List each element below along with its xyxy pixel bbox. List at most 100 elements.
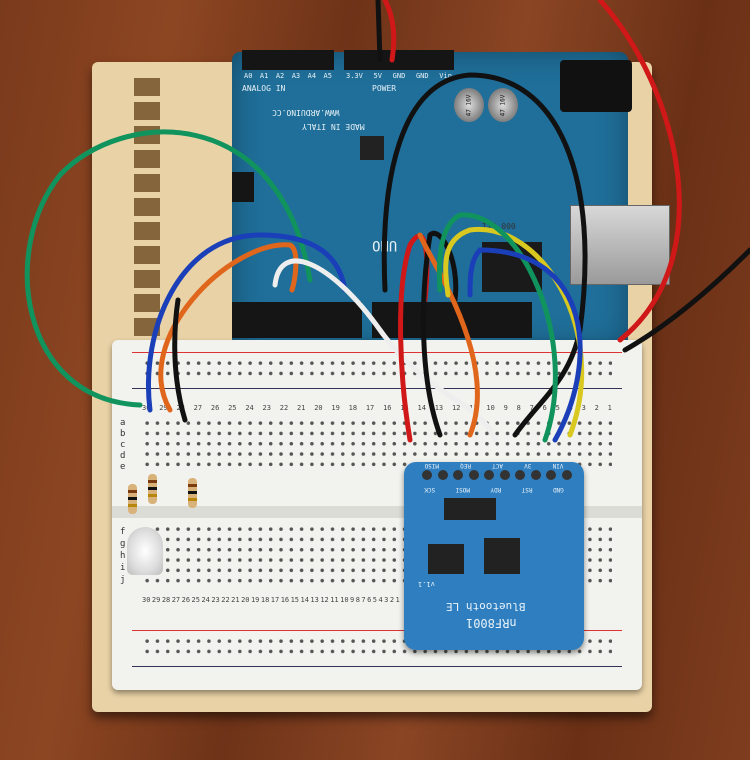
label: 22 (279, 404, 289, 412)
row-label: f (120, 527, 126, 537)
power-rail-blue (132, 388, 622, 389)
wire-black[interactable] (172, 297, 188, 423)
label: 8 (355, 596, 360, 604)
label: A3 (291, 72, 301, 80)
label: 26 (210, 404, 220, 412)
power-rail-holes (142, 358, 612, 382)
label: 25 (191, 596, 200, 604)
label: 30 (142, 596, 151, 604)
wire-black[interactable] (381, 72, 588, 438)
resistor (188, 478, 197, 508)
wire-green[interactable] (436, 212, 558, 443)
row-labels-left-bottom: f g h i j (120, 526, 125, 586)
label: 20 (314, 404, 323, 412)
analog-header (242, 50, 334, 70)
label: 13 (434, 404, 444, 412)
label: 6 (542, 404, 547, 412)
row-label: i (120, 563, 126, 573)
power-rail-red (132, 352, 622, 353)
label: 9 (503, 404, 508, 412)
label: 14 (300, 596, 309, 604)
label: 30 (142, 404, 151, 412)
label: 14 (417, 404, 426, 412)
icsp-header (232, 172, 254, 202)
label: 7 (361, 596, 366, 604)
label: 4 (378, 596, 383, 604)
rgb-led (127, 527, 163, 575)
label: 19 (250, 596, 260, 604)
wire-blue[interactable] (467, 247, 583, 443)
wire-orange[interactable] (158, 242, 299, 413)
label: 18 (348, 404, 358, 412)
label: A2 (275, 72, 285, 80)
label: 13 (310, 596, 319, 604)
wire-green[interactable] (24, 129, 313, 408)
label: 12 (451, 404, 461, 412)
wire-black[interactable] (622, 247, 750, 353)
label: 23 (262, 404, 271, 412)
label: 17 (270, 596, 280, 604)
label: 1 (607, 404, 612, 412)
crystal-label: T16.000 (482, 222, 516, 231)
label: 10 (340, 596, 349, 604)
label: 1 (395, 596, 400, 604)
label: 5V (373, 72, 382, 80)
row-label: d (120, 451, 126, 461)
label: 20 (241, 596, 250, 604)
wire-red[interactable] (597, 0, 682, 343)
label: 12 (320, 596, 329, 604)
label: 8 (516, 404, 521, 412)
nrf8001-chip (484, 538, 520, 574)
label: A4 (307, 72, 317, 80)
label: 18 (260, 596, 270, 604)
label: 24 (201, 596, 210, 604)
label: 15 (290, 596, 300, 604)
label: 23 (211, 596, 220, 604)
power-jack[interactable] (560, 60, 632, 112)
label: 2 (389, 596, 395, 604)
usb-chip (360, 136, 384, 160)
wire-white[interactable] (272, 258, 498, 443)
label: 17 (365, 404, 375, 412)
power-label: POWER (372, 84, 397, 93)
label: 5 (372, 596, 377, 604)
label: A5 (323, 72, 332, 80)
label: 27 (193, 404, 203, 412)
label: 27 (171, 596, 181, 604)
label: 2 (594, 404, 599, 412)
row-label: a (120, 418, 126, 428)
label: 3.3V (346, 72, 363, 80)
power-header (344, 50, 454, 70)
label: 5 (555, 404, 560, 412)
label: 24 (245, 404, 254, 412)
label: 16 (383, 404, 392, 412)
resistor (148, 474, 157, 504)
label: 9 (350, 596, 355, 604)
digital-header-left (232, 302, 362, 338)
module-pin-header (422, 470, 572, 482)
row-label: h (120, 551, 126, 561)
label: 6 (367, 596, 372, 604)
wire-blue[interactable] (146, 232, 348, 413)
label: GND (415, 72, 429, 80)
wire-black[interactable] (375, 0, 383, 63)
row-labels-left: a b c d e (120, 418, 125, 473)
label: 29 (159, 404, 168, 412)
wire-orange[interactable] (417, 232, 480, 438)
wire-red[interactable] (382, 0, 397, 63)
label: 11 (469, 404, 478, 412)
label: 21 (231, 596, 240, 604)
level-shifter-chip (428, 544, 464, 574)
label: 10 (486, 404, 495, 412)
row-label: j (120, 575, 126, 585)
row-label: g (120, 539, 126, 549)
label: 25 (228, 404, 237, 412)
label: Vin (439, 72, 452, 80)
label: 3 (581, 404, 586, 412)
label: GND (392, 72, 406, 80)
label: 22 (221, 596, 230, 604)
label: 29 (151, 596, 161, 604)
